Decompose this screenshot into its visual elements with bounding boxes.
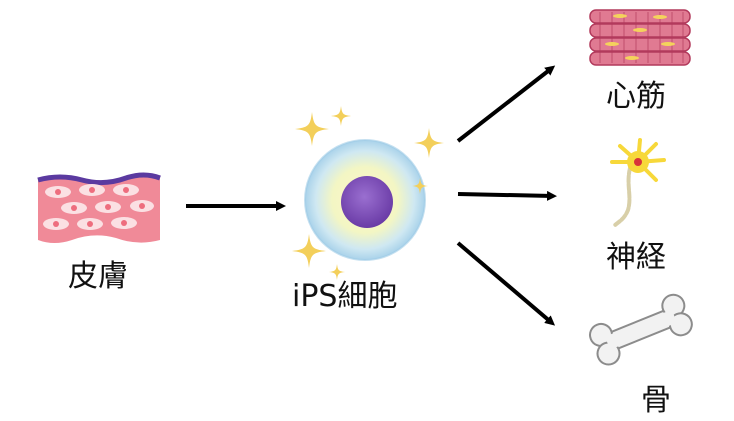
neuron-icon xyxy=(610,138,666,228)
label-nerve: 神経 xyxy=(606,240,666,275)
arrow-ips-to-nerve xyxy=(457,190,557,201)
label-skin: 皮膚 xyxy=(68,259,128,294)
bone-icon xyxy=(589,293,693,366)
label-bone: 骨 xyxy=(641,383,671,418)
label-heart-muscle: 心筋 xyxy=(606,79,666,114)
arrow-ips-to-bone xyxy=(456,241,556,326)
arrow-ips-to-muscle xyxy=(456,65,556,143)
label-ips-cell: iPS細胞 xyxy=(292,279,398,314)
skin-tissue-icon xyxy=(37,172,161,243)
heart-muscle-icon xyxy=(589,9,691,66)
ips-cell-icon xyxy=(304,139,426,261)
